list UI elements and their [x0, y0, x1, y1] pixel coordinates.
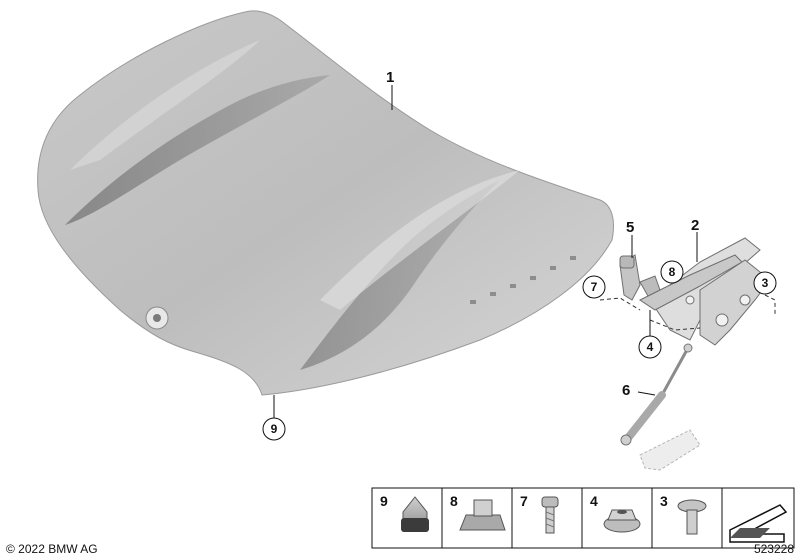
parts-legend: 9 8 7 4 3 [371, 487, 795, 549]
callout-bracket: 5 [626, 219, 634, 236]
legend-cell-clip: 8 [450, 493, 506, 531]
callout-hinge-bolt-circle: 3 [753, 271, 777, 295]
svg-text:4: 4 [590, 493, 598, 509]
hinge-illustration [619, 237, 771, 346]
callout-gas-strut: 6 [622, 382, 630, 399]
legend-cell-screw: 7 [520, 493, 559, 534]
gas-strut-illustration [620, 343, 701, 471]
svg-text:9: 9 [380, 493, 388, 509]
screw-icon [541, 496, 559, 508]
svg-text:7: 7 [591, 280, 598, 294]
callout-hinge: 2 [691, 217, 699, 234]
svg-text:8: 8 [450, 493, 458, 509]
svg-text:8: 8 [669, 265, 676, 279]
callout-screw-circle: 7 [582, 275, 606, 299]
callout-nut-circle: 4 [638, 335, 662, 359]
callout-hood: 1 [386, 69, 394, 86]
legend-cell-arrow [729, 504, 788, 543]
callout-buffer-circle: 9 [262, 417, 286, 441]
svg-text:3: 3 [660, 493, 668, 509]
callout-clip-circle: 8 [660, 260, 684, 284]
clip-icon [459, 514, 506, 531]
svg-text:3: 3 [762, 276, 769, 290]
svg-text:9: 9 [271, 422, 278, 436]
diagram-number: 523228 [754, 542, 794, 556]
legend-cell-nut: 4 [590, 493, 641, 533]
legend-cell-hinge-bolt: 3 [660, 493, 707, 535]
svg-text:7: 7 [520, 493, 528, 509]
legend-cell-buffer: 9 [380, 493, 429, 532]
copyright-text: © 2022 BMW AG [6, 542, 98, 556]
hood-illustration [37, 10, 614, 396]
callout-leaders [273, 85, 698, 418]
svg-text:4: 4 [647, 340, 654, 354]
